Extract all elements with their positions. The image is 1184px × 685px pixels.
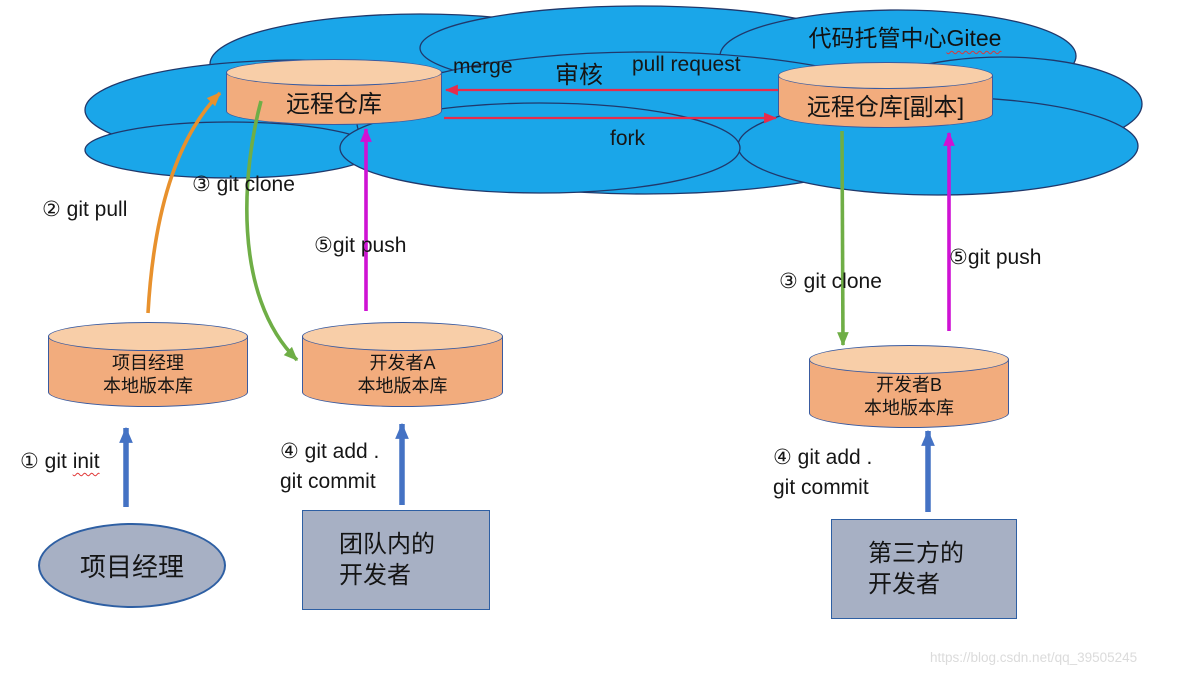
dev-a-local-repo-cylinder: 开发者A 本地版本库 — [302, 322, 503, 407]
label-line1: 团队内的 — [339, 531, 435, 558]
manager-actor-label: 项目经理 — [79, 552, 184, 582]
label-line1: ④ git add . — [773, 446, 873, 469]
label-line2: 本地版本库 — [103, 375, 193, 396]
git-init-prefix: ① git — [20, 450, 73, 473]
git-push-right-label: ⑤git push — [949, 246, 1042, 269]
label-line2: 开发者 — [868, 571, 940, 598]
manager-actor-ellipse: 项目经理 — [38, 523, 226, 608]
label-line2: git commit — [280, 470, 376, 493]
label-line2: 开发者 — [339, 562, 411, 589]
cylinder-top — [778, 62, 993, 89]
arrow-git-pull — [146, 91, 222, 314]
manager-local-repo-cylinder: 项目经理 本地版本库 — [48, 322, 248, 407]
fork-label: fork — [610, 127, 646, 150]
label-line2: 本地版本库 — [864, 397, 954, 418]
cloud-title-text: 代码托管中心 — [808, 25, 947, 51]
label-line2: git commit — [773, 476, 869, 499]
team-developer-box: 团队内的 开发者 — [302, 510, 490, 610]
remote-repo-copy-label: 远程仓库[副本] — [806, 93, 965, 121]
git-init-word: init — [72, 450, 100, 473]
arrow-git-clone-left — [245, 100, 299, 362]
third-party-developer-box: 第三方的 开发者 — [831, 519, 1017, 619]
git-clone-left-label: ③ git clone — [192, 173, 295, 196]
merge-label: merge — [453, 55, 513, 78]
remote-repo-cylinder: 远程仓库 — [226, 59, 442, 125]
label-line1: 开发者B — [875, 374, 942, 395]
cloud-puff — [84, 121, 376, 179]
cylinder-top — [226, 59, 442, 86]
review-label: 审核 — [555, 62, 603, 89]
cylinder-top — [809, 345, 1009, 374]
label-line2: 本地版本库 — [357, 375, 448, 396]
pull-request-label: pull request — [632, 53, 741, 76]
label-line1: ④ git add . — [280, 440, 380, 463]
git-pull-label: ② git pull — [42, 198, 128, 221]
remote-repo-label: 远程仓库 — [286, 90, 382, 118]
dev-a-local-repo-label: 开发者A 本地版本库 — [302, 334, 503, 407]
arrow-git-clone-right — [837, 130, 849, 347]
git-push-left-label: ⑤git push — [314, 234, 407, 257]
git-init-label: ① git init — [20, 449, 100, 474]
manager-local-repo-label: 项目经理 本地版本库 — [48, 334, 248, 407]
cylinder-top — [48, 322, 248, 351]
remote-repo-copy-cylinder: 远程仓库[副本] — [778, 62, 993, 128]
label-line1: 第三方的 — [868, 540, 964, 567]
git-add-commit-left-label: ④ git add . git commit — [280, 437, 379, 497]
label-line1: 项目经理 — [112, 352, 184, 373]
git-clone-right-label: ③ git clone — [779, 270, 882, 293]
csdn-watermark: https://blog.csdn.net/qq_39505245 — [930, 650, 1138, 665]
cylinder-top — [302, 322, 503, 351]
cloud-title-gitee: Gitee — [946, 25, 1002, 51]
cloud-title: 代码托管中心Gitee — [790, 19, 1020, 53]
dev-b-local-repo-cylinder: 开发者B 本地版本库 — [809, 345, 1009, 428]
dev-b-local-repo-label: 开发者B 本地版本库 — [809, 357, 1009, 428]
label-line1: 开发者A — [369, 352, 436, 373]
git-add-commit-right-label: ④ git add . git commit — [773, 443, 872, 503]
